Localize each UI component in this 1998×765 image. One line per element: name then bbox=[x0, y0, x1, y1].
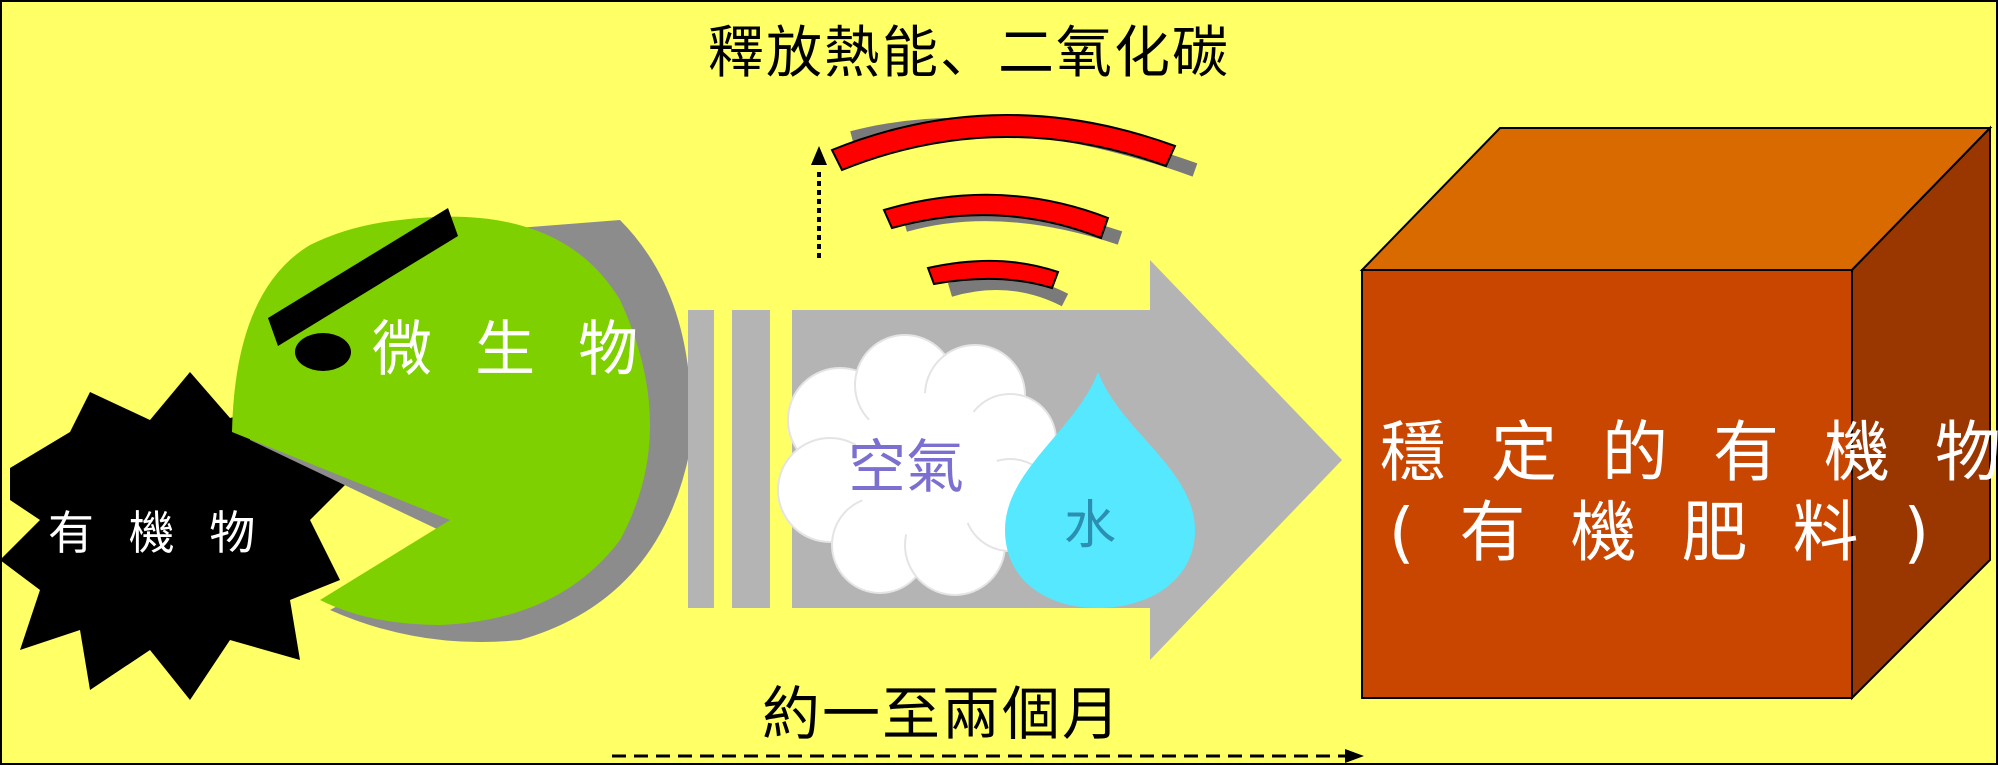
duration-label: 約一至兩個月 bbox=[762, 680, 1123, 748]
water-drop bbox=[1005, 372, 1195, 608]
cube-front-face bbox=[1361, 269, 1853, 699]
organic-matter-label: 有 機 物 bbox=[48, 506, 266, 560]
organic-matter-burst bbox=[0, 372, 350, 700]
time-arrowhead bbox=[1345, 749, 1364, 763]
water-label: 水 bbox=[1064, 496, 1117, 556]
arrow-stripe-2 bbox=[732, 310, 770, 608]
stable-organic-label: 穩 定 的 有 機 物 bbox=[1380, 414, 1998, 491]
organic-fertilizer-label: ( 有 機 肥 料 ) bbox=[1388, 494, 1942, 571]
heat-release-label: 釋放熱能、二氧化碳 bbox=[708, 21, 1230, 86]
microbe-label: 微 生 物 bbox=[372, 315, 651, 385]
heat-waves bbox=[830, 113, 1177, 290]
microbe-eye bbox=[295, 333, 351, 371]
microbe-eyebrow bbox=[268, 208, 458, 346]
heat-up-arrowhead bbox=[811, 146, 827, 165]
microbe-body bbox=[232, 216, 650, 625]
air-label: 空氣 bbox=[848, 433, 965, 501]
arrow-stripe-1 bbox=[688, 310, 714, 608]
